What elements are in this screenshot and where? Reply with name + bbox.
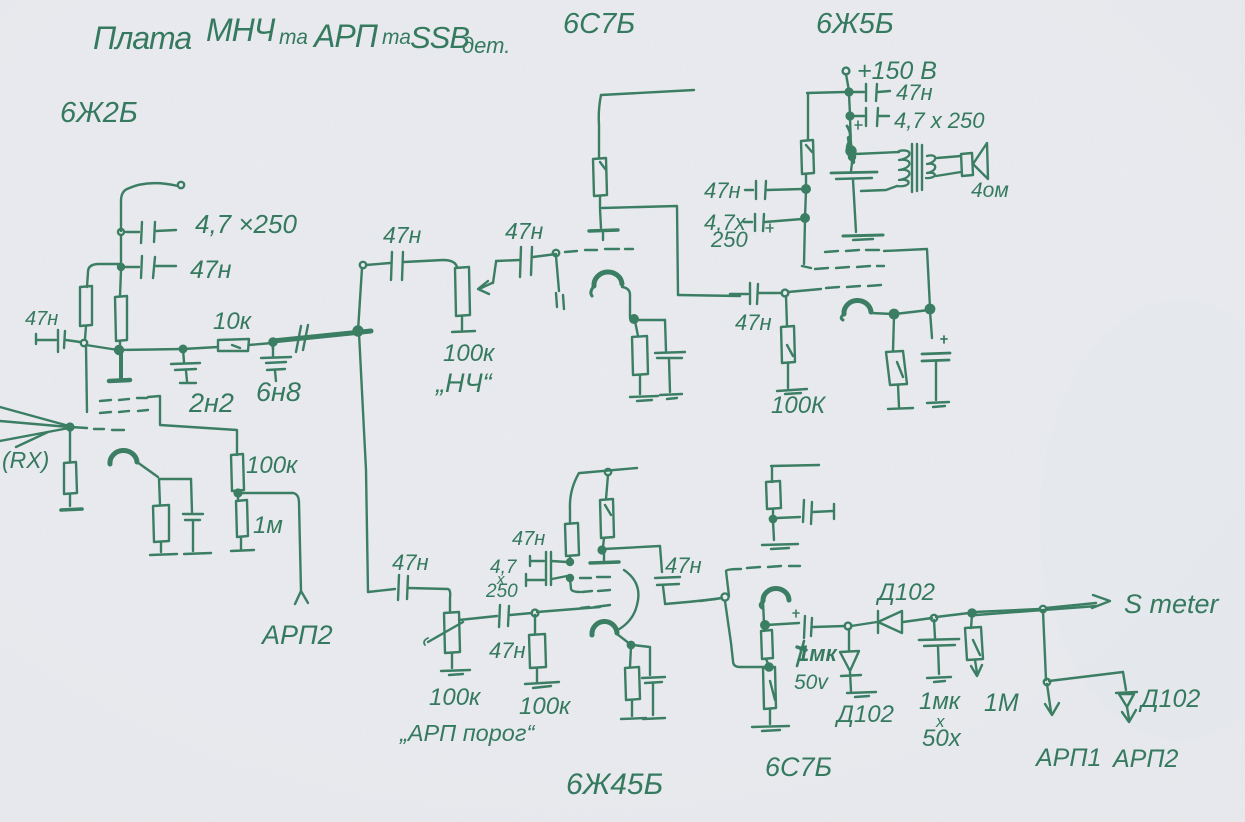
svg-text:4,7х: 4,7х [704, 210, 747, 235]
svg-text:6С7Б: 6С7Б [765, 752, 832, 782]
svg-text:100к: 100к [246, 452, 299, 479]
svg-text:47н: 47н [489, 638, 526, 663]
svg-text:Плата: Плата [93, 20, 191, 56]
svg-text:Д102: Д102 [834, 701, 894, 728]
svg-text:„НЧ“: „НЧ“ [435, 368, 494, 398]
svg-text:50v: 50v [794, 671, 829, 694]
svg-text:дет.: дет. [462, 33, 510, 58]
svg-text:47н: 47н [505, 218, 544, 244]
svg-text:47н: 47н [896, 80, 933, 105]
svg-text:1м: 1м [253, 512, 283, 539]
svg-text:Д102: Д102 [875, 579, 935, 606]
svg-text:х: х [496, 571, 505, 588]
svg-text:АРП: АРП [312, 18, 379, 54]
svg-text:(RX): (RX) [2, 447, 49, 473]
svg-text:4ом: 4ом [971, 179, 1009, 202]
svg-text:47н: 47н [735, 310, 772, 335]
svg-text:47н: 47н [704, 178, 741, 203]
svg-text:АРП1: АРП1 [1034, 744, 1101, 772]
svg-text:6Ж2Б: 6Ж2Б [60, 97, 138, 129]
svg-text:МНЧ: МНЧ [206, 12, 276, 48]
svg-text:100К: 100К [771, 392, 827, 419]
svg-text:6Ж5Б: 6Ж5Б [816, 8, 894, 40]
svg-text:250: 250 [710, 227, 748, 252]
svg-text:1мк: 1мк [919, 688, 962, 715]
svg-text:2н2: 2н2 [188, 388, 234, 418]
svg-text:100к: 100к [519, 693, 572, 720]
svg-text:47н: 47н [665, 553, 702, 578]
svg-text:та: та [279, 26, 308, 49]
svg-text:250: 250 [485, 581, 518, 602]
svg-text:6С7Б: 6С7Б [563, 8, 635, 40]
svg-text:10к: 10к [213, 308, 253, 335]
svg-text:100к: 100к [429, 684, 482, 711]
svg-text:4,7 х 250: 4,7 х 250 [894, 108, 985, 133]
svg-text:1мк: 1мк [797, 641, 839, 666]
svg-text:АРП2: АРП2 [1111, 745, 1178, 773]
svg-text:47н: 47н [392, 550, 429, 575]
svg-text:4,7 ×250: 4,7 ×250 [195, 209, 297, 239]
svg-text:„АРП порог“: „АРП порог“ [399, 720, 535, 746]
svg-text:+150 В: +150 В [857, 57, 937, 85]
svg-text:SSB: SSB [410, 20, 469, 55]
svg-text:100к: 100к [443, 340, 496, 367]
svg-text:1М: 1М [984, 689, 1019, 717]
svg-text:47н: 47н [383, 222, 422, 248]
svg-text:6Ж45Б: 6Ж45Б [566, 768, 663, 801]
svg-text:50х: 50х [922, 725, 962, 752]
svg-text:6н8: 6н8 [256, 377, 301, 407]
svg-text:S meter: S meter [1124, 589, 1220, 619]
svg-text:та: та [382, 26, 411, 49]
svg-text:Д102: Д102 [1138, 685, 1200, 713]
svg-text:47н: 47н [512, 528, 545, 550]
svg-text:АРП2: АРП2 [260, 620, 333, 650]
svg-text:х: х [935, 712, 945, 731]
svg-text:47н: 47н [190, 256, 232, 284]
svg-text:47н: 47н [25, 308, 58, 330]
svg-text:4,7: 4,7 [490, 557, 518, 578]
